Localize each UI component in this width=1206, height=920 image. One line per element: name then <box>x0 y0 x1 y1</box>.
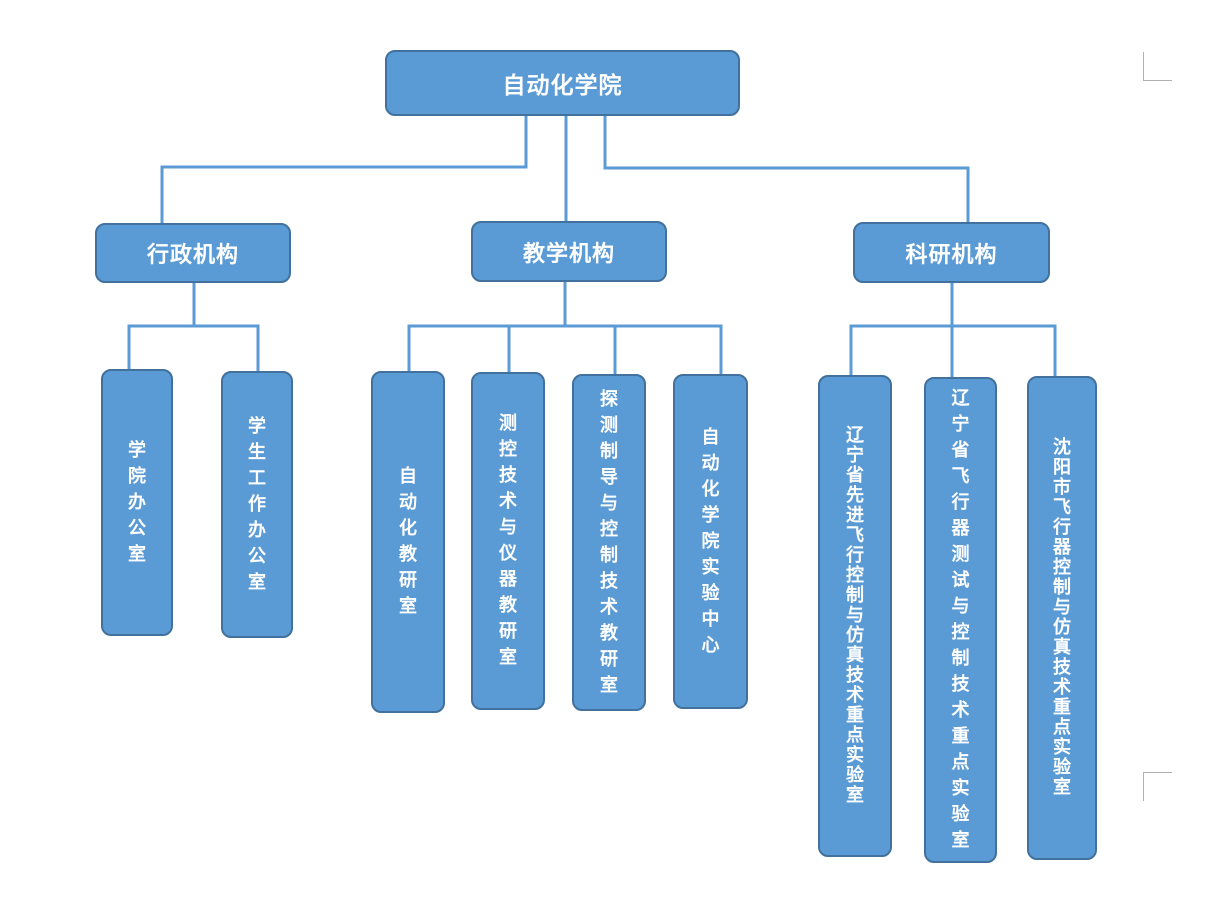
unit-label: 辽宁省先进飞行控制与仿真技术重点实验室 <box>845 425 864 806</box>
unit-label: 沈阳市飞行器控制与仿真技术重点实验室 <box>1052 437 1071 798</box>
unit-label: 自动化学院实验中心 <box>701 426 720 656</box>
connector-root-research <box>603 115 970 223</box>
unit-research-2: 辽宁省飞行器测试与控制技术重点实验室 <box>924 377 997 863</box>
unit-research-3: 沈阳市飞行器控制与仿真技术重点实验室 <box>1027 376 1097 860</box>
unit-teaching-1: 自动化教研室 <box>371 371 445 713</box>
unit-teaching-4: 自动化学院实验中心 <box>673 374 748 709</box>
page-corner-mark <box>1143 772 1172 801</box>
page-corner-mark <box>1143 52 1172 81</box>
dept-teaching: 教学机构 <box>471 221 667 282</box>
unit-label: 学院办公室 <box>127 439 146 565</box>
unit-admin-1: 学院办公室 <box>101 369 173 636</box>
dept-research: 科研机构 <box>853 222 1050 283</box>
unit-teaching-3: 探测制导与控制技术教研室 <box>572 374 646 711</box>
unit-research-1: 辽宁省先进飞行控制与仿真技术重点实验室 <box>818 375 892 857</box>
connector-root-admin <box>160 115 528 224</box>
unit-label: 自动化教研室 <box>398 466 417 617</box>
unit-admin-2: 学生工作办公室 <box>221 371 293 638</box>
connector-admin-children <box>127 324 260 372</box>
unit-teaching-2: 测控技术与仪器教研室 <box>471 372 545 710</box>
unit-label: 测控技术与仪器教研室 <box>498 413 517 668</box>
dept-admin: 行政机构 <box>95 223 291 283</box>
dept-research-label: 科研机构 <box>905 242 998 268</box>
unit-label: 探测制导与控制技术教研室 <box>599 388 618 696</box>
unit-label: 辽宁省飞行器测试与控制技术重点实验室 <box>951 388 970 851</box>
connector-teaching-children <box>407 324 723 375</box>
dept-admin-label: 行政机构 <box>146 243 239 268</box>
root-label: 自动化学院 <box>502 73 623 99</box>
dept-teaching-label: 教学机构 <box>522 241 615 267</box>
root-node: 自动化学院 <box>385 50 740 116</box>
unit-label: 学生工作办公室 <box>247 415 266 593</box>
